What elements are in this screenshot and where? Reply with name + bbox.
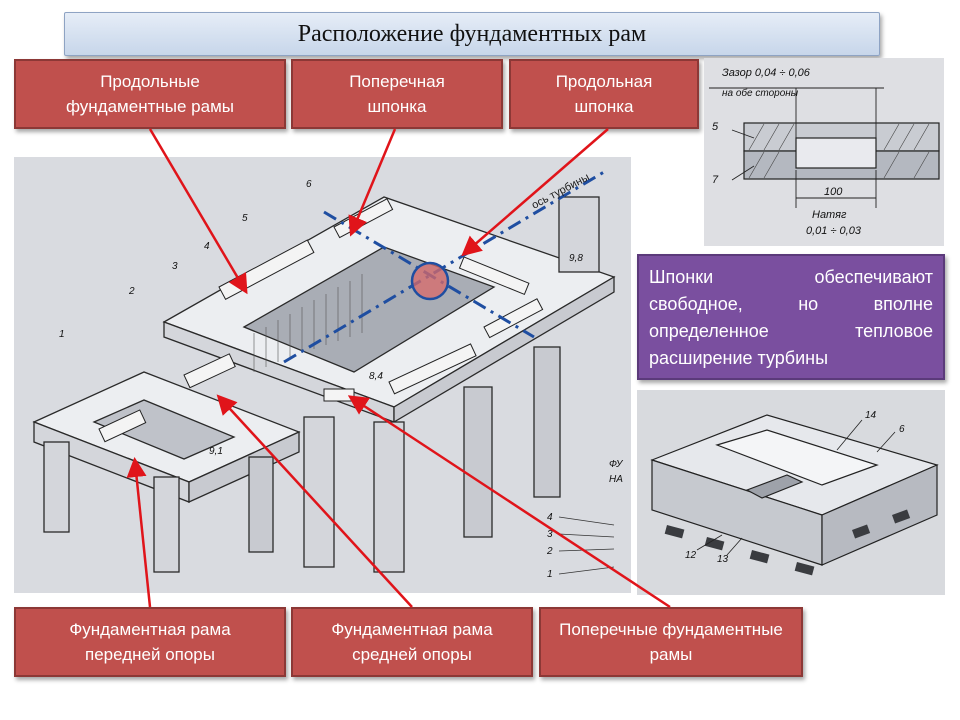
label-transverse-frames-text: Поперечные фундаментные рамы bbox=[559, 620, 783, 664]
label-front-support-frame: Фундаментная рама передней опоры bbox=[14, 607, 286, 677]
side-text-fu: ФУ bbox=[609, 459, 624, 470]
foundation-frames-drawing: ось турбины 1 2 3 4 5 6 9,8 8,4 9,1 4 3 … bbox=[14, 157, 631, 593]
label-longitudinal-frames: Продольные фундаментные рамы bbox=[14, 59, 286, 129]
label-longitudinal-key: Продольная шпонка bbox=[509, 59, 699, 129]
detail-callout-14: 14 bbox=[865, 410, 877, 421]
label-transverse-key-text: Поперечная шпонка bbox=[349, 72, 445, 116]
gap-sub: на обе стороны bbox=[722, 87, 799, 99]
frame-key-detail-drawing: 14 6 12 13 bbox=[637, 390, 945, 595]
callout-2: 2 bbox=[128, 286, 135, 297]
callout-5: 5 bbox=[242, 213, 248, 224]
label-transverse-key: Поперечная шпонка bbox=[291, 59, 503, 129]
label-middle-support-frame: Фундаментная рама средней опоры bbox=[291, 607, 533, 677]
label-longitudinal-key-text: Продольная шпонка bbox=[555, 72, 653, 116]
side-callout-3: 3 bbox=[547, 529, 553, 540]
callout-6: 6 bbox=[306, 179, 312, 190]
callout-3: 3 bbox=[172, 261, 178, 272]
callout-9-1: 9,1 bbox=[209, 446, 223, 457]
gap-label: Зазор 0,04 ÷ 0,06 bbox=[722, 67, 811, 79]
label-transverse-frames: Поперечные фундаментные рамы bbox=[539, 607, 803, 677]
detail-callout-12: 12 bbox=[685, 550, 697, 561]
callout-1: 1 bbox=[59, 329, 65, 340]
side-text-na: НА bbox=[609, 474, 623, 485]
side-callout-4: 4 bbox=[547, 512, 553, 523]
label-middle-support-frame-text: Фундаментная рама средней опоры bbox=[331, 620, 493, 664]
side-callout-2: 2 bbox=[546, 546, 553, 557]
detail-callout-6: 6 bbox=[899, 424, 905, 435]
label-longitudinal-frames-text: Продольные фундаментные рамы bbox=[66, 72, 234, 116]
slide-title: Расположение фундаментных рам bbox=[297, 20, 647, 47]
title-bar: Расположение фундаментных рам bbox=[64, 12, 880, 56]
note-box: Шпонки обеспечивают свободное, но вполне… bbox=[637, 254, 945, 380]
interference-label: Натяг bbox=[812, 209, 847, 221]
key-fit-detail-drawing: Зазор 0,04 ÷ 0,06 на обе стороны 100 Нат… bbox=[704, 58, 944, 246]
dim-100: 100 bbox=[824, 186, 843, 198]
detail-callout-13: 13 bbox=[717, 554, 729, 565]
callout-8-4: 8,4 bbox=[369, 371, 383, 382]
label-front-support-frame-text: Фундаментная рама передней опоры bbox=[69, 620, 231, 664]
note-text: Шпонки обеспечивают свободное, но вполне… bbox=[649, 267, 933, 368]
detail-callout-7: 7 bbox=[712, 174, 719, 186]
interference-value: 0,01 ÷ 0,03 bbox=[806, 225, 862, 237]
callout-9-8: 9,8 bbox=[569, 253, 583, 264]
callout-4: 4 bbox=[204, 241, 210, 252]
side-callout-1: 1 bbox=[547, 569, 553, 580]
detail-callout-5: 5 bbox=[712, 121, 719, 133]
